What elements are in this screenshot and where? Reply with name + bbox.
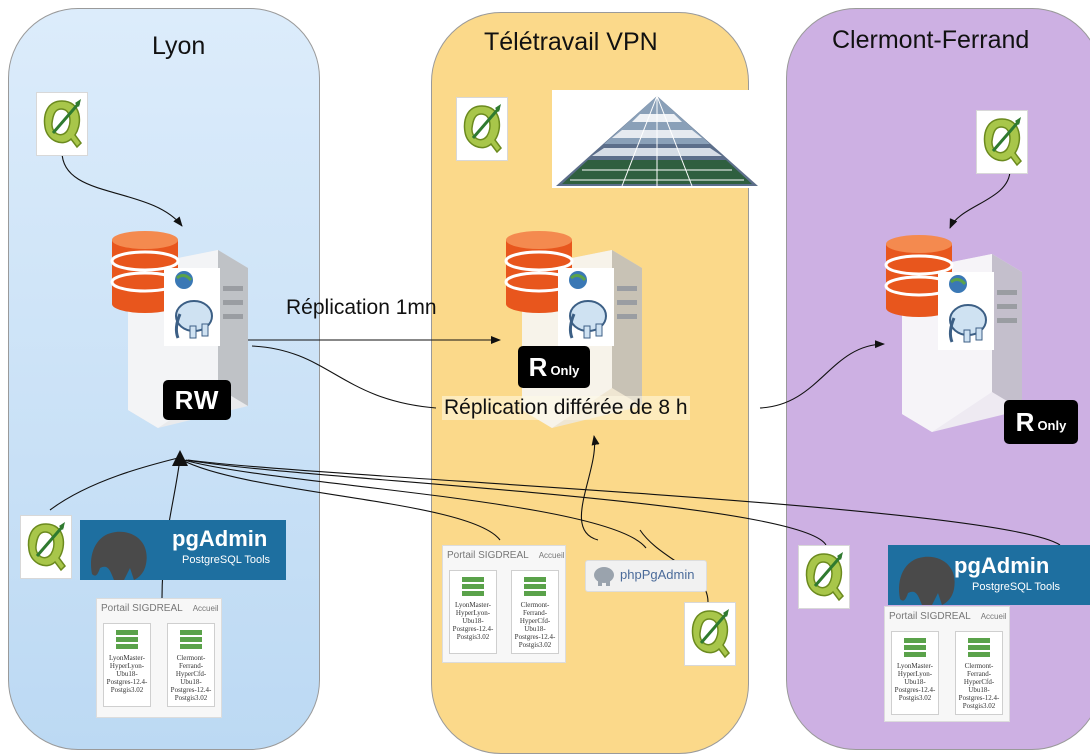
connector-lines <box>49 149 1061 603</box>
portal-card-label: Clermont-Ferrand-HyperCfd-Ubu18-Postgres… <box>958 662 1000 710</box>
server-icon <box>462 577 484 596</box>
qgis-icon <box>798 545 850 609</box>
badge-only-text: Only <box>550 362 580 378</box>
server-icon <box>904 638 926 657</box>
portal-title: Portail SIGDREAL <box>101 603 183 614</box>
qgis-icon <box>976 110 1028 174</box>
portal-title: Portail SIGDREAL <box>889 611 971 622</box>
portal-card-label: Clermont-Ferrand-HyperCfd-Ubu18-Postgres… <box>514 601 556 649</box>
portal-home-link[interactable]: Accueil <box>538 551 565 560</box>
portal-home-link[interactable]: Accueil <box>192 604 219 613</box>
qgis-icon <box>684 602 736 666</box>
elephant-icon <box>899 556 955 605</box>
portal-widget-clermont: Portail SIGDREAL Accueil LyonMaster-Hyper… <box>884 606 1010 722</box>
elephant-icon <box>558 268 614 346</box>
zone-title-lyon: Lyon <box>152 32 206 60</box>
portal-widget-lyon: Portail SIGDREAL Accueil LyonMaster-Hyper… <box>96 598 222 718</box>
portal-card-clermont[interactable]: Clermont-Ferrand-HyperCfd-Ubu18-Postgres… <box>955 631 1003 715</box>
badge-r-text: R <box>1015 406 1036 437</box>
pgadmin-banner-clermont: pgAdmin PostgreSQL Tools <box>888 545 1090 605</box>
portal-card-label: Clermont-Ferrand-HyperCfd-Ubu18-Postgres… <box>170 654 212 702</box>
portal-card-label: LyonMaster-HyperLyon-Ubu18-Postgres-12.4… <box>106 654 148 694</box>
database-icon <box>504 231 574 313</box>
phppgadmin-text: phpPgAdmin <box>620 567 695 582</box>
zone-title-clermont: Clermont-Ferrand <box>832 26 1030 54</box>
portal-title: Portail SIGDREAL <box>447 550 529 561</box>
elephant-icon <box>164 268 220 346</box>
pyramid-icon <box>552 90 762 188</box>
server-icon <box>180 630 202 649</box>
pgadmin-title: pgAdmin <box>172 526 268 551</box>
portal-card-clermont[interactable]: Clermont-Ferrand-HyperCfd-Ubu18-Postgres… <box>511 570 559 654</box>
badge-rw-text: RW <box>174 384 220 415</box>
portal-card-label: LyonMaster-HyperLyon-Ubu18-Postgres-12.4… <box>452 601 494 641</box>
qgis-icon <box>36 92 88 156</box>
portal-home-link[interactable]: Accueil <box>980 612 1007 621</box>
portal-card-clermont[interactable]: Clermont-Ferrand-HyperCfd-Ubu18-Postgres… <box>167 623 215 707</box>
label-replication-8h: Réplication différée de 8 h <box>442 396 690 420</box>
zone-title-vpn: Télétravail VPN <box>484 28 658 56</box>
badge-rw: RW <box>163 380 231 420</box>
server-icon <box>116 630 138 649</box>
pgadmin-title: pgAdmin <box>954 553 1050 578</box>
portal-card-label: LyonMaster-HyperLyon-Ubu18-Postgres-12.4… <box>894 662 936 702</box>
elephant-icon <box>594 567 614 586</box>
phppgadmin-logo: phpPgAdmin <box>585 560 707 592</box>
server-clermont <box>882 232 1022 432</box>
qgis-icon <box>20 515 72 579</box>
qgis-icon <box>456 97 508 161</box>
label-replication-1mn: Réplication 1mn <box>286 296 437 319</box>
pgadmin-subtitle: PostgreSQL Tools <box>972 581 1061 593</box>
server-icon <box>968 638 990 657</box>
badge-only-text: Only <box>1037 417 1067 433</box>
portal-card-lyon-master[interactable]: LyonMaster-HyperLyon-Ubu18-Postgres-12.4… <box>891 631 939 715</box>
portal-widget-vpn: Portail SIGDREAL Accueil LyonMaster-Hyper… <box>442 545 566 663</box>
pgadmin-subtitle: PostgreSQL Tools <box>182 554 271 566</box>
elephant-icon <box>91 531 147 580</box>
elephant-icon <box>938 272 994 350</box>
pgadmin-banner-lyon: pgAdmin PostgreSQL Tools <box>80 520 286 580</box>
server-lyon <box>108 228 248 428</box>
server-icon <box>524 577 546 596</box>
badge-r-text: R <box>528 351 549 382</box>
portal-card-lyon-master[interactable]: LyonMaster-HyperLyon-Ubu18-Postgres-12.4… <box>103 623 151 707</box>
portal-card-lyon-master[interactable]: LyonMaster-HyperLyon-Ubu18-Postgres-12.4… <box>449 570 497 654</box>
